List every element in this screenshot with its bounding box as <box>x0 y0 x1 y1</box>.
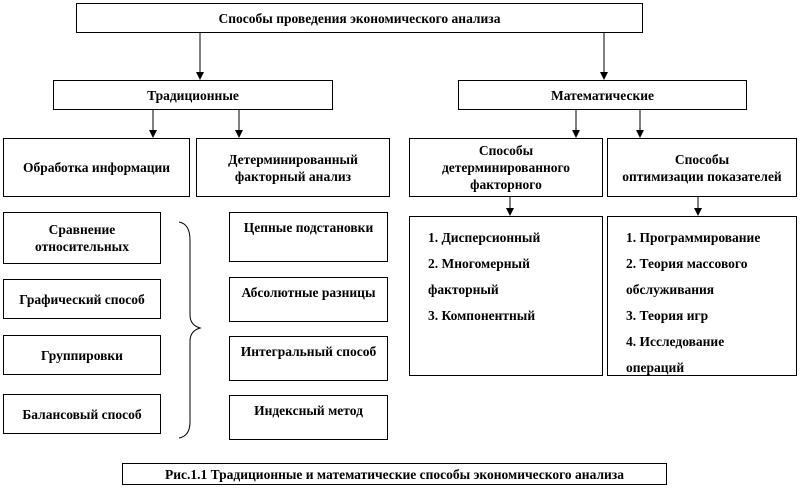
determ-factor-box: Детерминированный факторный анализ <box>196 138 390 197</box>
method-index-box: Индексный метод <box>229 395 388 440</box>
figure-caption: Рис.1.1 Традиционные и математические сп… <box>122 463 667 485</box>
determ-list-item: 1. Дисперсионный <box>428 230 541 245</box>
method-graphic-label: Графический способ <box>19 291 145 307</box>
info-processing-label: Обработка информации <box>22 160 171 175</box>
method-comparison-line2: относительных <box>35 239 129 254</box>
math-determ-line3: факторного <box>470 177 542 192</box>
method-grouping-box: Группировки <box>3 335 161 375</box>
method-integral-box: Интегральный способ <box>229 336 388 381</box>
math-determ-box: Способы детерминированного факторного <box>409 138 603 197</box>
method-grouping-label: Группировки <box>41 347 123 363</box>
optim-list-item: 1. Программирование <box>626 230 761 245</box>
math-optim-line2: оптимизации показателей <box>622 168 782 184</box>
math-determ-line1: Способы <box>478 143 534 158</box>
method-balance-label: Балансовый способ <box>22 406 142 422</box>
method-comparison-box: Сравнение относительных <box>3 212 161 264</box>
optim-list-item: 4. Исследование <box>626 334 725 349</box>
optim-list-item: 3. Теория игр <box>626 308 709 323</box>
determ-list-item: 2. Многомерный <box>428 256 530 271</box>
method-comparison-line1: Сравнение <box>48 222 116 237</box>
curly-brace <box>178 221 202 439</box>
method-absolute-box: Абсолютные разницы <box>229 277 388 322</box>
method-absolute-label: Абсолютные разницы <box>241 285 376 300</box>
traditional-label: Традиционные <box>147 87 239 103</box>
optim-list-item: операций <box>626 360 685 375</box>
determ-list-item: 3. Компонентный <box>428 308 536 323</box>
optim-list-item: обслуживания <box>626 282 715 297</box>
optim-list-box: 1. Программирование 2. Теория массового … <box>607 216 797 376</box>
math-optim-box: Способы оптимизации показателей <box>607 138 797 197</box>
root-title: Способы проведения экономического анализ… <box>218 10 501 26</box>
traditional-box: Традиционные <box>53 80 333 110</box>
determ-math-list-box: 1. Дисперсионный 2. Многомерный факторны… <box>409 216 603 376</box>
optim-list-item: 2. Теория массового <box>626 256 748 271</box>
method-balance-box: Балансовый способ <box>3 394 161 434</box>
root-box: Способы проведения экономического анализ… <box>76 3 643 33</box>
mathematical-box: Математические <box>458 80 747 110</box>
method-integral-label: Интегральный способ <box>240 344 377 359</box>
determ-list-item: факторный <box>428 282 499 297</box>
math-determ-line2: детерминированного <box>441 160 571 175</box>
method-graphic-box: Графический способ <box>3 279 161 319</box>
math-optim-line1: Способы <box>674 151 730 167</box>
method-chain-label: Цепные подстановки <box>243 220 374 235</box>
info-processing-box: Обработка информации <box>3 138 190 197</box>
method-chain-box: Цепные подстановки <box>229 212 388 262</box>
determ-factor-line2: факторный анализ <box>234 168 352 184</box>
determ-factor-line1: Детерминированный <box>228 151 358 167</box>
mathematical-label: Математические <box>551 87 654 103</box>
method-index-label: Индексный метод <box>254 403 363 418</box>
figure-caption-text: Рис.1.1 Традиционные и математические сп… <box>165 466 624 482</box>
